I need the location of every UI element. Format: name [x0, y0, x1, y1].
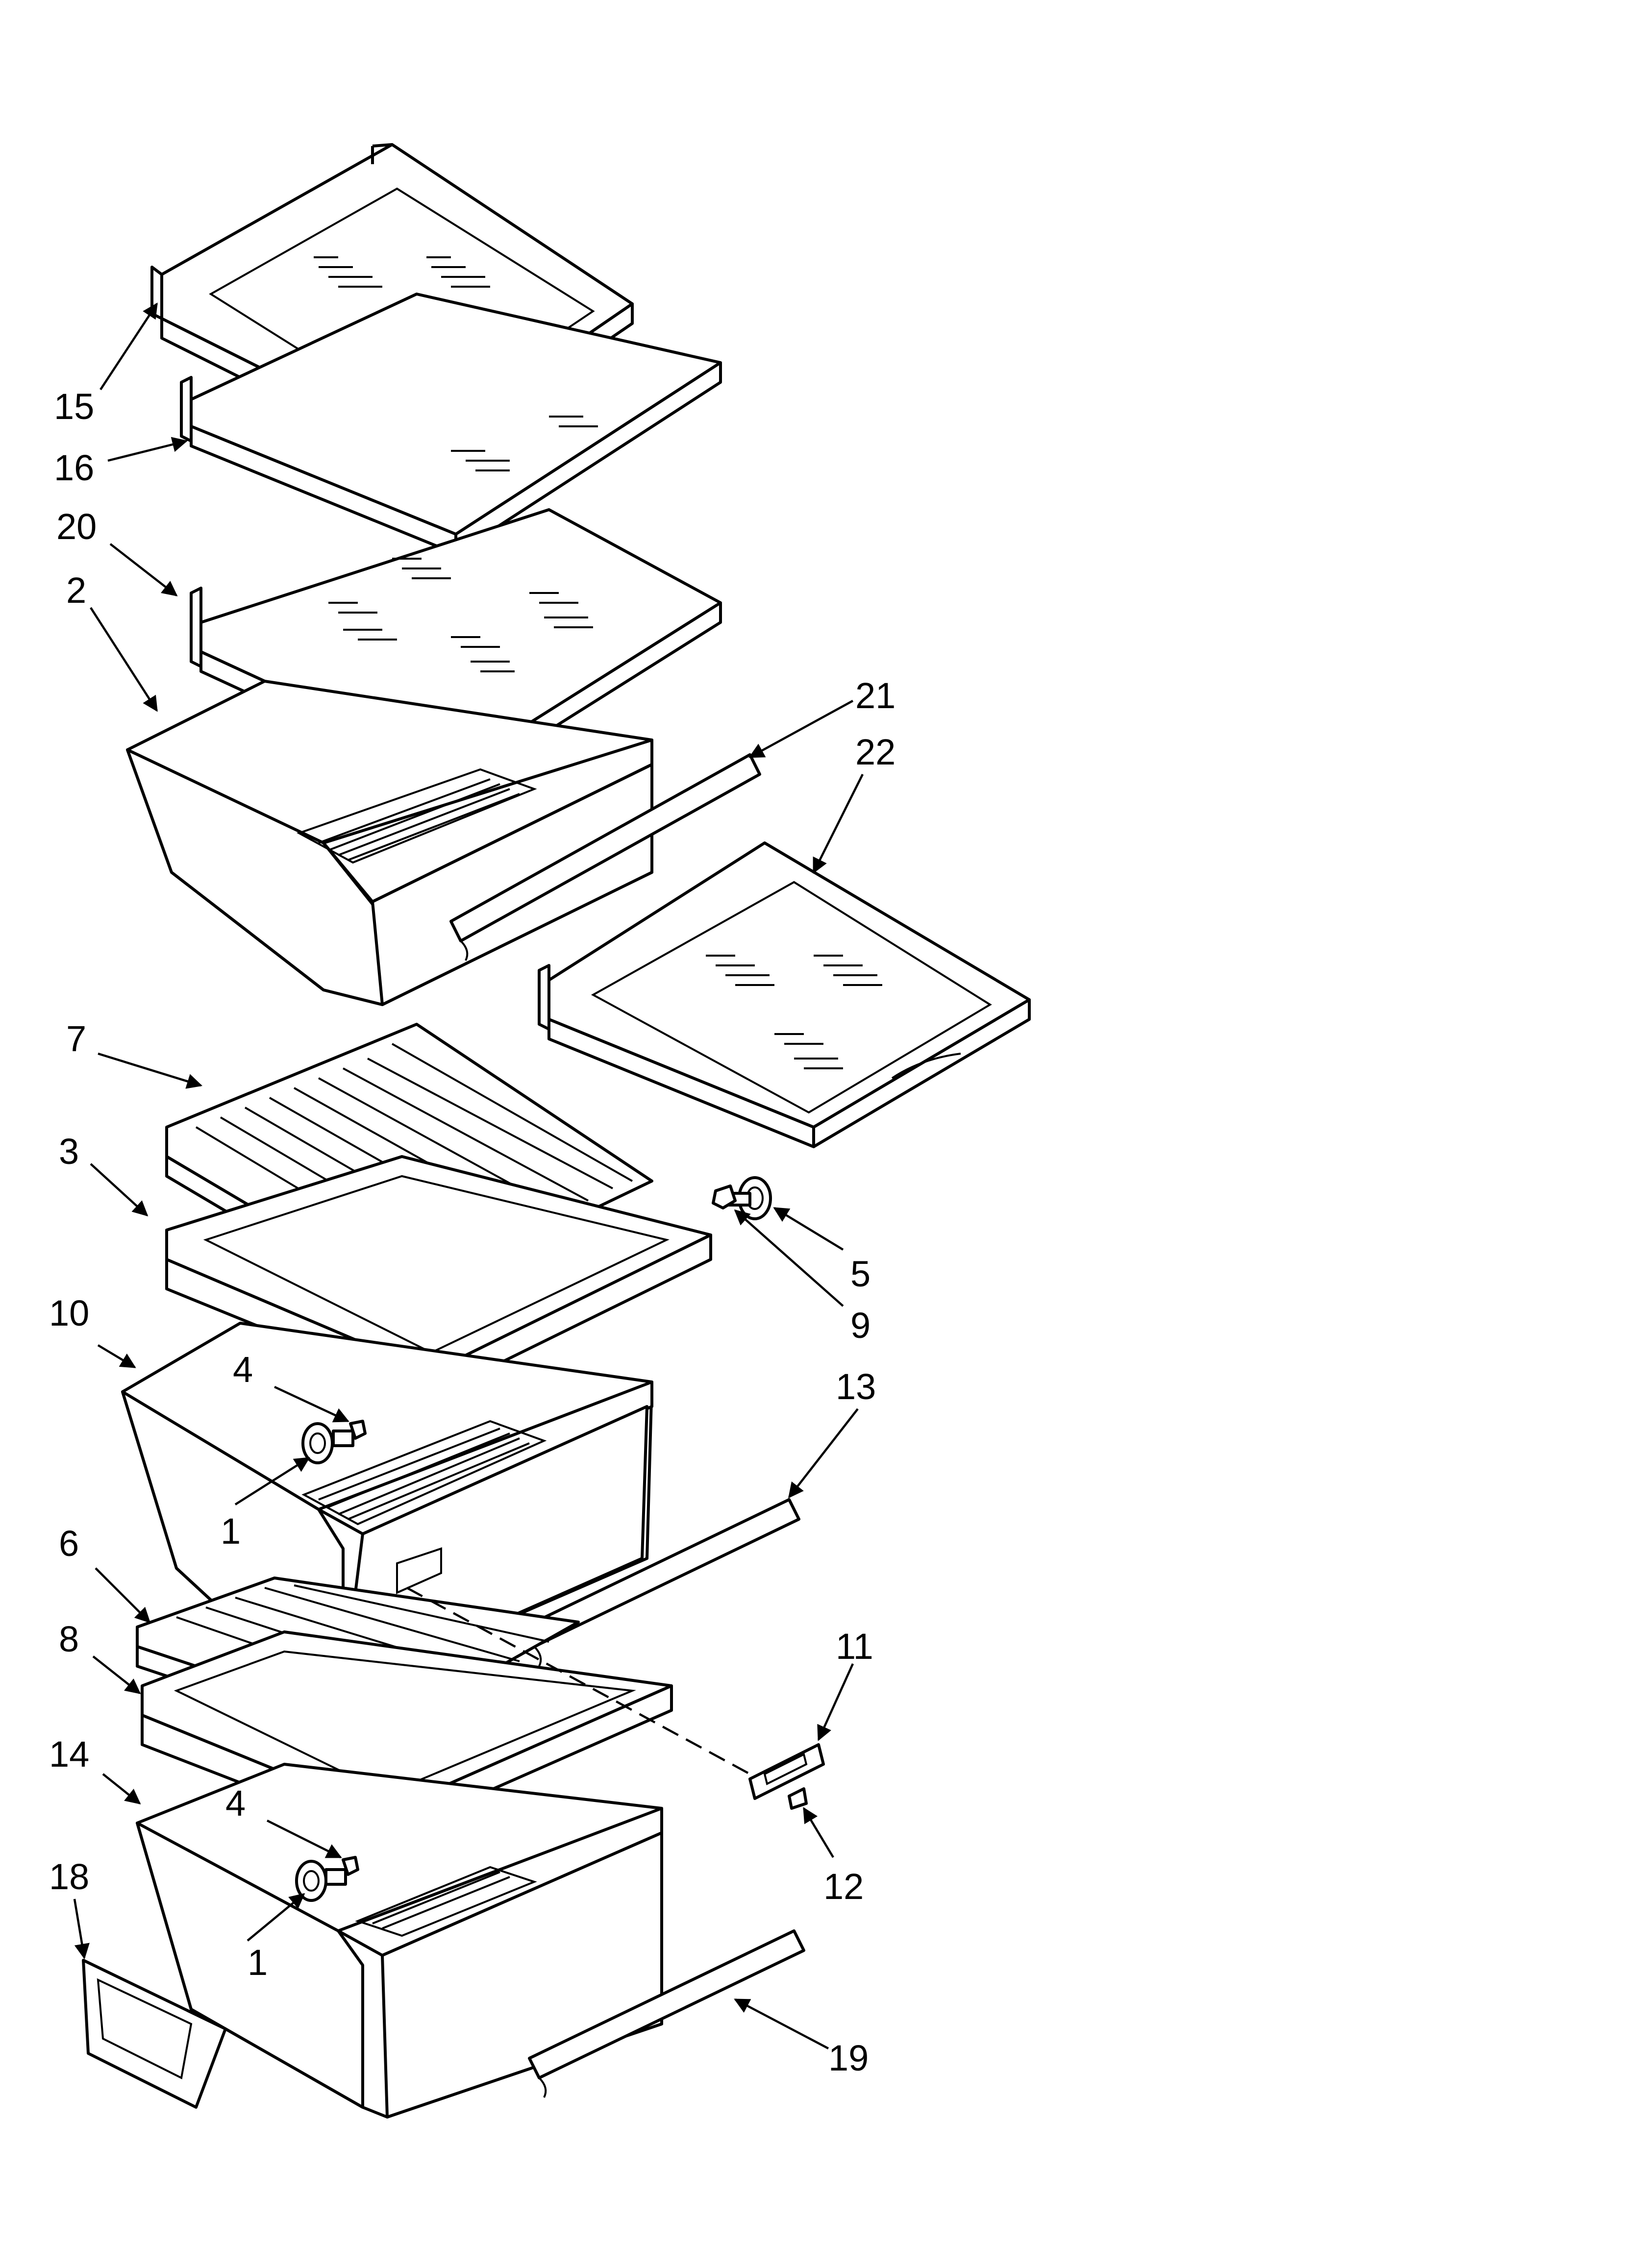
callout-4-lower: 4	[225, 1783, 246, 1824]
leader-lines	[73, 302, 864, 2049]
callout-19: 19	[828, 2038, 869, 2078]
callout-15: 15	[54, 386, 94, 427]
callout-20: 20	[56, 506, 97, 547]
callout-9: 9	[850, 1305, 870, 1346]
bracket-part-11	[748, 1743, 825, 1800]
crisper-drawer-part-2	[126, 680, 653, 1006]
callout-10: 10	[49, 1293, 89, 1333]
callout-13: 13	[836, 1366, 876, 1407]
callout-3: 3	[59, 1131, 79, 1172]
alignment-dashed-line	[406, 1587, 751, 1775]
callout-5: 5	[850, 1254, 870, 1294]
callout-11: 11	[836, 1626, 873, 1667]
callout-8: 8	[59, 1619, 79, 1659]
callout-21: 21	[855, 675, 895, 716]
callout-4-upper: 4	[233, 1349, 253, 1390]
callout-2: 2	[66, 570, 86, 611]
callout-16: 16	[54, 447, 94, 488]
roller-part-1-upper	[301, 1422, 334, 1464]
callout-1-lower: 1	[248, 1942, 268, 1983]
clip-part-12	[788, 1787, 808, 1810]
callout-14: 14	[49, 1734, 89, 1775]
callout-6: 6	[59, 1523, 79, 1564]
callout-22: 22	[855, 732, 895, 772]
screw-part-4-upper	[332, 1420, 367, 1447]
roller-part-1-lower	[295, 1860, 327, 1902]
label-part-18	[82, 1959, 227, 2109]
shelf-part-22	[538, 841, 1031, 1148]
screw-part-4-lower	[324, 1856, 359, 1886]
crisper-drawer-part-14	[136, 1763, 663, 2119]
drawer-trim-part-21	[449, 753, 761, 961]
callout-7: 7	[66, 1018, 86, 1059]
drawer-trim-part-19	[528, 1929, 805, 2098]
callout-labels: 15 16 20 2 21 22 7 3 5 9 10 4 13 1 6 8 1…	[49, 386, 895, 2078]
screw-part-9	[712, 1184, 737, 1209]
callout-1-upper: 1	[221, 1511, 241, 1552]
callout-18: 18	[49, 1856, 89, 1897]
callout-12: 12	[823, 1866, 864, 1907]
shelf-part-16	[180, 293, 722, 555]
